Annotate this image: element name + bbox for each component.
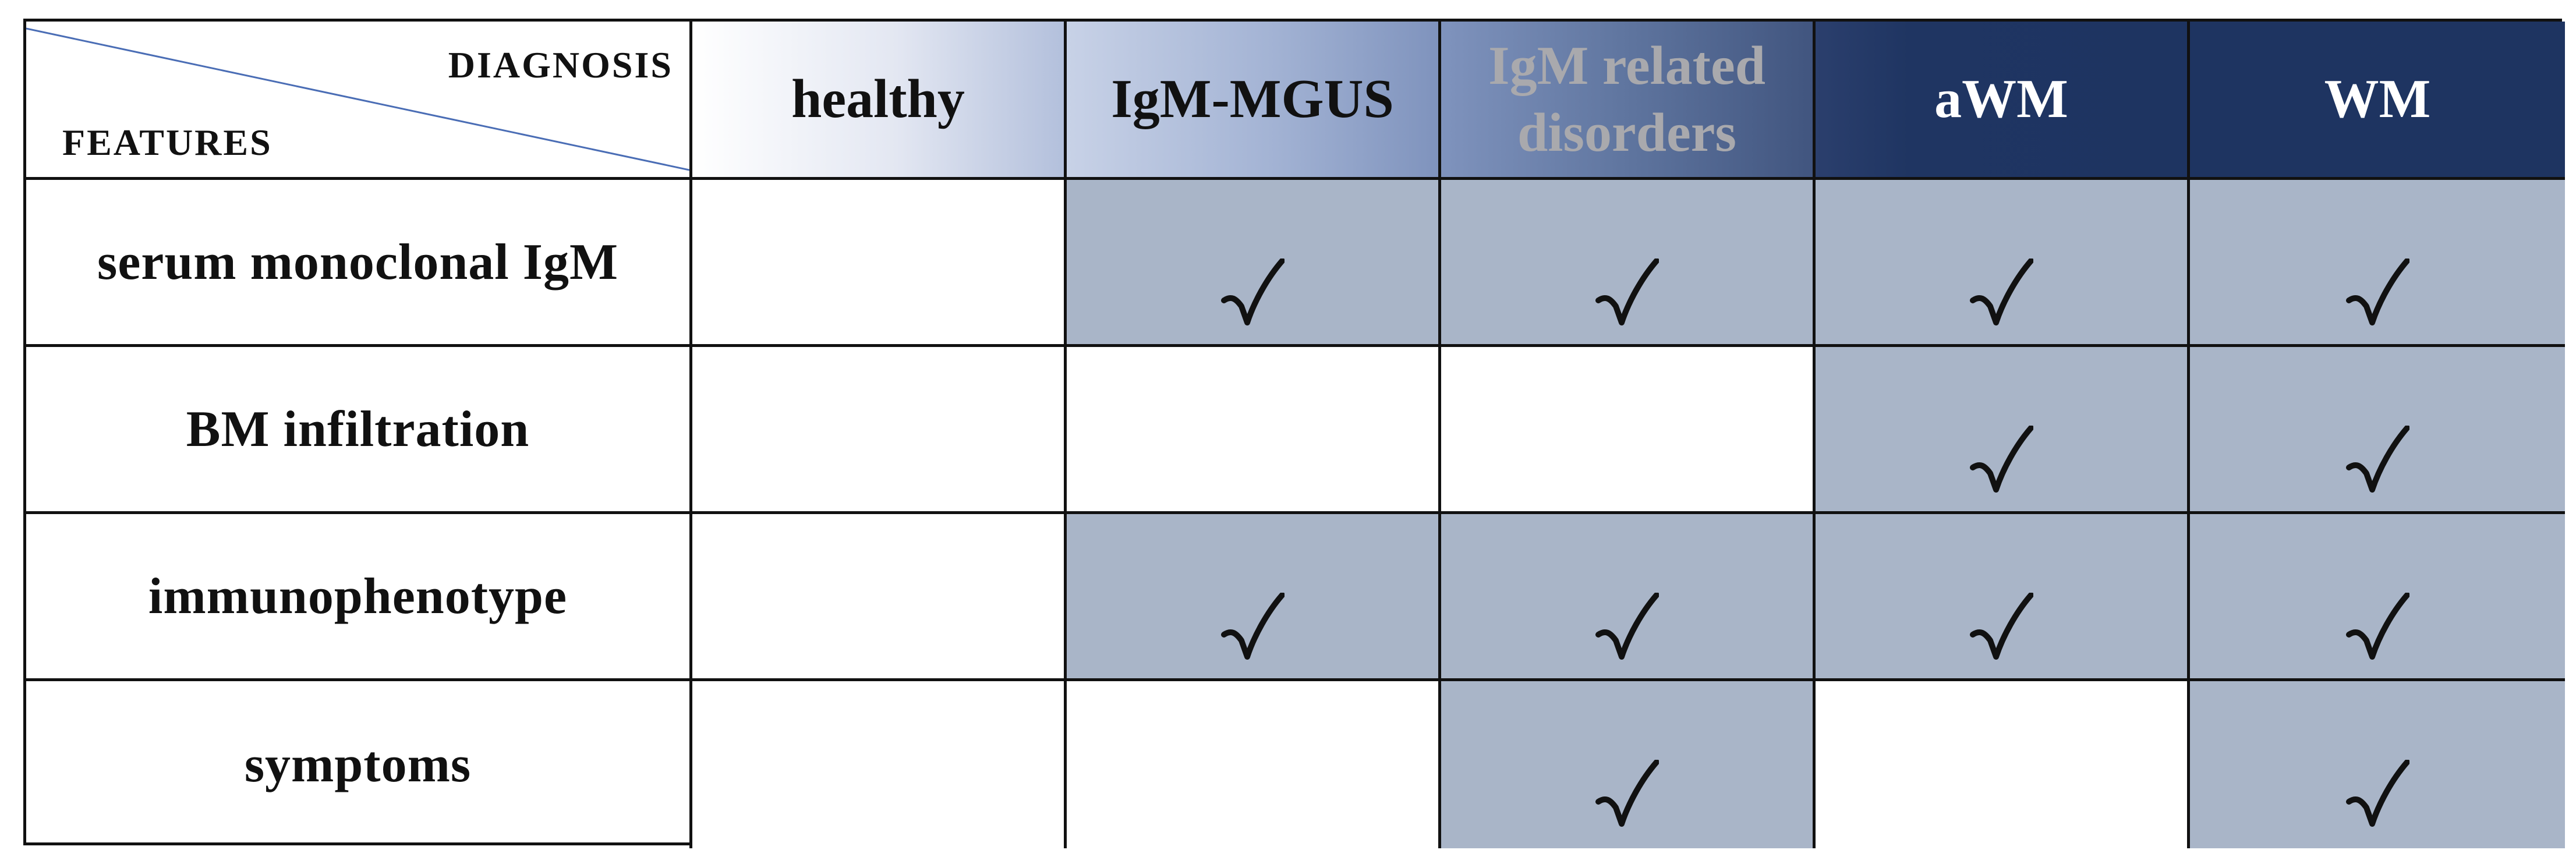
diagnosis-label: DIAGNOSIS	[448, 44, 673, 86]
checkmark-icon	[1221, 593, 1285, 660]
empty-cell	[1816, 681, 2190, 848]
col-header-awm: aWM	[1816, 22, 2190, 180]
checked-cell	[1816, 180, 2190, 347]
checkmark-icon	[1595, 593, 1659, 660]
checkmark-icon	[1595, 760, 1659, 827]
col-header-label: WM	[2324, 69, 2431, 130]
row-label: serum monoclonal IgM	[97, 233, 619, 291]
col-header-igm-related-disorders: IgM related disorders	[1441, 22, 1816, 180]
diagonal-divider	[26, 27, 689, 171]
corner-header-cell: DIAGNOSIS FEATURES	[26, 22, 692, 180]
col-header-label: IgM-MGUS	[1111, 69, 1394, 130]
col-header-label: healthy	[791, 69, 965, 130]
features-diagnosis-table: DIAGNOSIS FEATURES healthy IgM-MGUS IgM …	[23, 19, 2565, 848]
row-header-cell: BM infiltration	[26, 347, 692, 514]
empty-cell	[692, 347, 1067, 514]
col-header-label: aWM	[1934, 69, 2068, 130]
features-label: FEATURES	[62, 122, 273, 163]
row-header-cell: immunophenotype	[26, 514, 692, 681]
checked-cell	[2190, 514, 2565, 681]
checked-cell	[1441, 514, 1816, 681]
col-header-healthy: healthy	[692, 22, 1067, 180]
checked-cell	[1441, 180, 1816, 347]
checked-cell	[1067, 514, 1441, 681]
checkmark-icon	[2346, 426, 2409, 493]
checkmark-icon	[2346, 760, 2409, 827]
checkmark-icon	[1221, 259, 1285, 325]
checkmark-icon	[1970, 593, 2033, 660]
empty-cell	[1067, 681, 1441, 848]
checked-cell	[1441, 681, 1816, 848]
col-header-wm: WM	[2190, 22, 2565, 180]
row-label: BM infiltration	[186, 401, 530, 458]
empty-cell	[1441, 347, 1816, 514]
col-header-label: IgM related disorders	[1488, 35, 1765, 163]
row-header-cell: serum monoclonal IgM	[26, 180, 692, 347]
empty-cell	[692, 681, 1067, 848]
checked-cell	[2190, 681, 2565, 848]
col-header-igm-mgus: IgM-MGUS	[1067, 22, 1441, 180]
checkmark-icon	[1970, 259, 2033, 325]
checked-cell	[1816, 347, 2190, 514]
checked-cell	[2190, 347, 2565, 514]
row-label: immunophenotype	[148, 568, 568, 625]
checkmark-icon	[2346, 259, 2409, 325]
row-label: symptoms	[244, 736, 472, 793]
empty-cell	[692, 180, 1067, 347]
checkmark-icon	[1595, 259, 1659, 325]
empty-cell	[692, 514, 1067, 681]
checked-cell	[1816, 514, 2190, 681]
checked-cell	[2190, 180, 2565, 347]
checked-cell	[1067, 180, 1441, 347]
row-header-cell: symptoms	[26, 681, 692, 848]
checkmark-icon	[2346, 593, 2409, 660]
empty-cell	[1067, 347, 1441, 514]
checkmark-icon	[1970, 426, 2033, 493]
